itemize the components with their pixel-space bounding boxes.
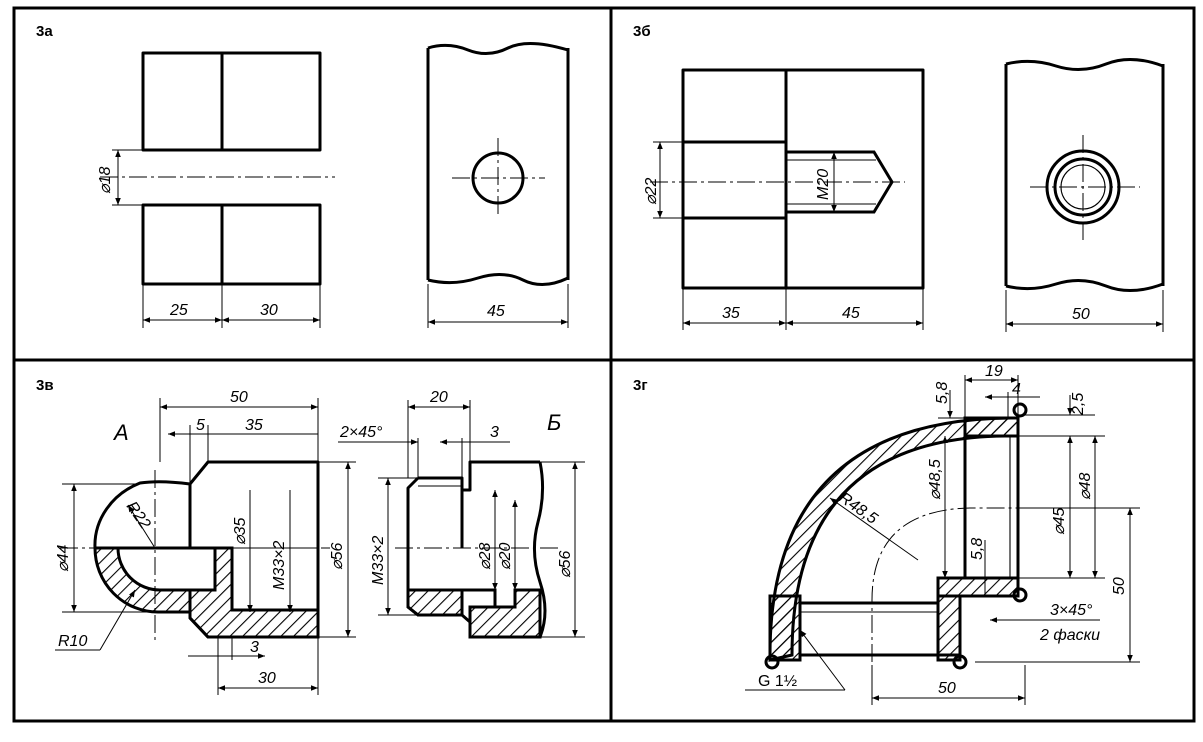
dim-dia48: ⌀48 (1077, 472, 1094, 500)
center-arc (871, 507, 1125, 662)
bore-hole (681, 140, 788, 220)
panel-3g: 3г 19 4 5,8 2,5 ⌀48,5 (633, 363, 1140, 705)
dim-side-width: 50 (1072, 306, 1090, 323)
panel-3b: 3б ⌀22 M20 35 45 50 (633, 23, 1165, 332)
dim-d3b: 3 (490, 424, 499, 441)
dim-dia44: ⌀44 (55, 544, 72, 572)
panel-title: 3г (633, 377, 648, 394)
dim-dia28: ⌀28 (477, 542, 494, 570)
dim-d35: 35 (245, 417, 263, 434)
part-a-dome (93, 480, 191, 549)
dim-line (829, 497, 919, 561)
dim-side-width: 45 (487, 303, 505, 320)
dim-d20: 20 (429, 389, 448, 406)
top-socket-bore (963, 436, 1020, 578)
dim-dia35: ⌀35 (232, 517, 249, 545)
panel-title: 3а (36, 23, 53, 40)
sheet-frame (12, 6, 1196, 723)
side-view-outline (426, 42, 570, 286)
dim-d30: 30 (258, 670, 276, 687)
dim-chamfer: 2×45° (339, 424, 383, 441)
dim-thread: M20 (815, 169, 832, 200)
dim-hole-dia: ⌀18 (97, 166, 114, 194)
panel-title: 3б (633, 23, 651, 40)
dim-chamfer-note: 2 фаски (1039, 627, 1100, 644)
bottom-socket-bore (800, 601, 960, 657)
bead (952, 654, 968, 670)
dim-thread: G 1½ (758, 673, 797, 690)
part-a-wall-lower (188, 546, 320, 639)
dim-r485: R48,5 (836, 489, 881, 527)
dim-r22: R22 (123, 499, 154, 533)
dim-d50-v: 50 (1111, 577, 1128, 595)
dim-line (799, 629, 846, 691)
dim-dia56-right: ⌀56 (557, 550, 574, 578)
bead (764, 654, 780, 670)
dim-d58-top: 5,8 (934, 382, 951, 404)
bottom-socket-wall-right (936, 594, 962, 662)
dim-hole-dia: ⌀22 (643, 177, 660, 205)
panel-3a: 3а ⌀18 25 30 45 (36, 23, 570, 328)
bottom-socket-wall-left (768, 594, 802, 662)
dim-left-width: 25 (169, 302, 188, 319)
view-label-b: Б (547, 410, 561, 435)
dim-mid-width: 30 (260, 302, 278, 319)
dim-line (127, 504, 156, 549)
plate-right-top (220, 51, 322, 152)
dim-dia485: ⌀48,5 (927, 459, 944, 500)
dim-d58-mid: 5,8 (969, 538, 986, 560)
top-socket-wall (963, 416, 1020, 438)
dim-r10: R10 (58, 633, 87, 650)
dim-total: 50 (230, 389, 248, 406)
plate-left-bottom (141, 203, 224, 286)
top-socket-wall-bottom (936, 576, 1020, 598)
dim-line (99, 589, 136, 651)
dim-d19: 19 (985, 363, 1003, 380)
plate-right-bottom (220, 203, 322, 286)
dim-d3: 3 (250, 639, 259, 656)
dim-dia20: ⌀20 (497, 542, 514, 570)
dim-left-width: 35 (722, 305, 740, 322)
side-view-outline (1004, 58, 1165, 292)
panel-3v: 3в A Б 50 5 35 ⌀44 R22 ⌀35 M33×2 ⌀ (36, 377, 585, 695)
dim-m33-left: M33×2 (271, 541, 288, 590)
part-b-wavy-edge (533, 461, 547, 638)
dim-dia56-left: ⌀56 (329, 542, 346, 570)
dim-d50-h: 50 (938, 680, 956, 697)
part-a-dome-wall (93, 546, 192, 614)
dim-chamfer: 3×45° (1050, 602, 1093, 619)
panel-title: 3в (36, 377, 54, 394)
dim-mid-width: 45 (842, 305, 860, 322)
view-label-a: A (112, 420, 129, 445)
dim-dia45: ⌀45 (1051, 507, 1068, 535)
dim-d4: 4 (1012, 381, 1021, 398)
plate-left-top (141, 51, 224, 152)
bead (1012, 402, 1028, 418)
dim-d25: 2,5 (1070, 393, 1087, 416)
part-b-section-left (406, 588, 464, 617)
bead (1012, 587, 1028, 603)
dim-m33-right: M33×2 (370, 536, 387, 585)
dim-d5: 5 (196, 417, 205, 434)
